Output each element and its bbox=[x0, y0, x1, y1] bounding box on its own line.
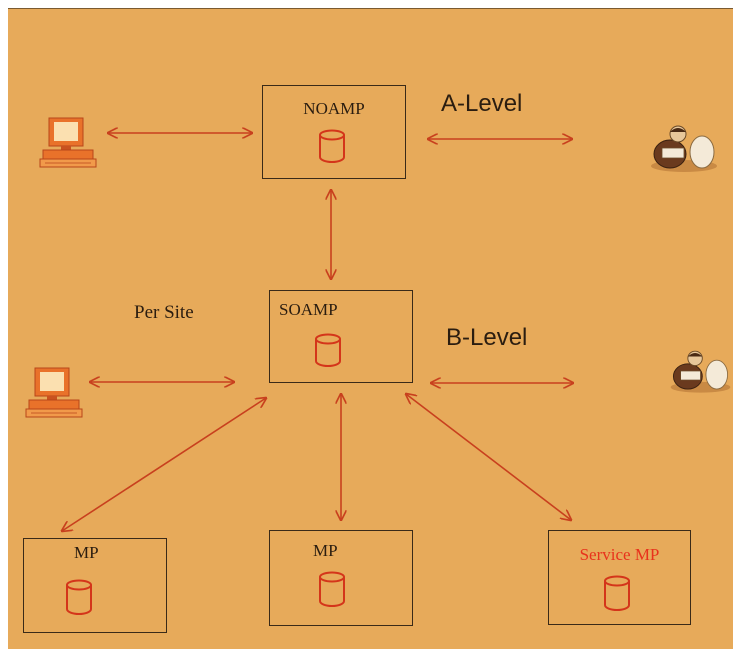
soamp-node[interactable]: SOAMP bbox=[269, 290, 413, 383]
noamp-node[interactable]: NOAMP bbox=[262, 85, 406, 179]
noamp-label: NOAMP bbox=[303, 99, 365, 118]
mp-center-node[interactable]: MP bbox=[269, 530, 413, 626]
database-icon bbox=[319, 571, 345, 607]
service-mp-label: Service MP bbox=[579, 545, 660, 564]
computer-icon bbox=[25, 367, 83, 418]
mp-center-label: MP bbox=[313, 541, 338, 560]
a-level-label: A-Level bbox=[441, 90, 523, 117]
database-icon bbox=[66, 579, 92, 615]
per-site-label: Per Site bbox=[134, 302, 194, 323]
soamp-label: SOAMP bbox=[279, 300, 338, 319]
mp-left-label: MP bbox=[74, 543, 99, 562]
diagram-background bbox=[8, 8, 733, 649]
arrow-soamp-service-mp bbox=[406, 394, 571, 520]
database-icon bbox=[315, 333, 341, 367]
service-mp-node[interactable]: Service MP bbox=[548, 530, 691, 625]
mp-left-node[interactable]: MP bbox=[23, 538, 167, 633]
computer-icon bbox=[39, 117, 97, 168]
user-icon bbox=[651, 125, 717, 172]
user-icon bbox=[670, 350, 731, 393]
database-icon bbox=[319, 129, 345, 163]
arrow-soamp-mp-left bbox=[62, 398, 266, 531]
database-icon bbox=[604, 575, 630, 611]
b-level-label: B-Level bbox=[446, 324, 528, 351]
